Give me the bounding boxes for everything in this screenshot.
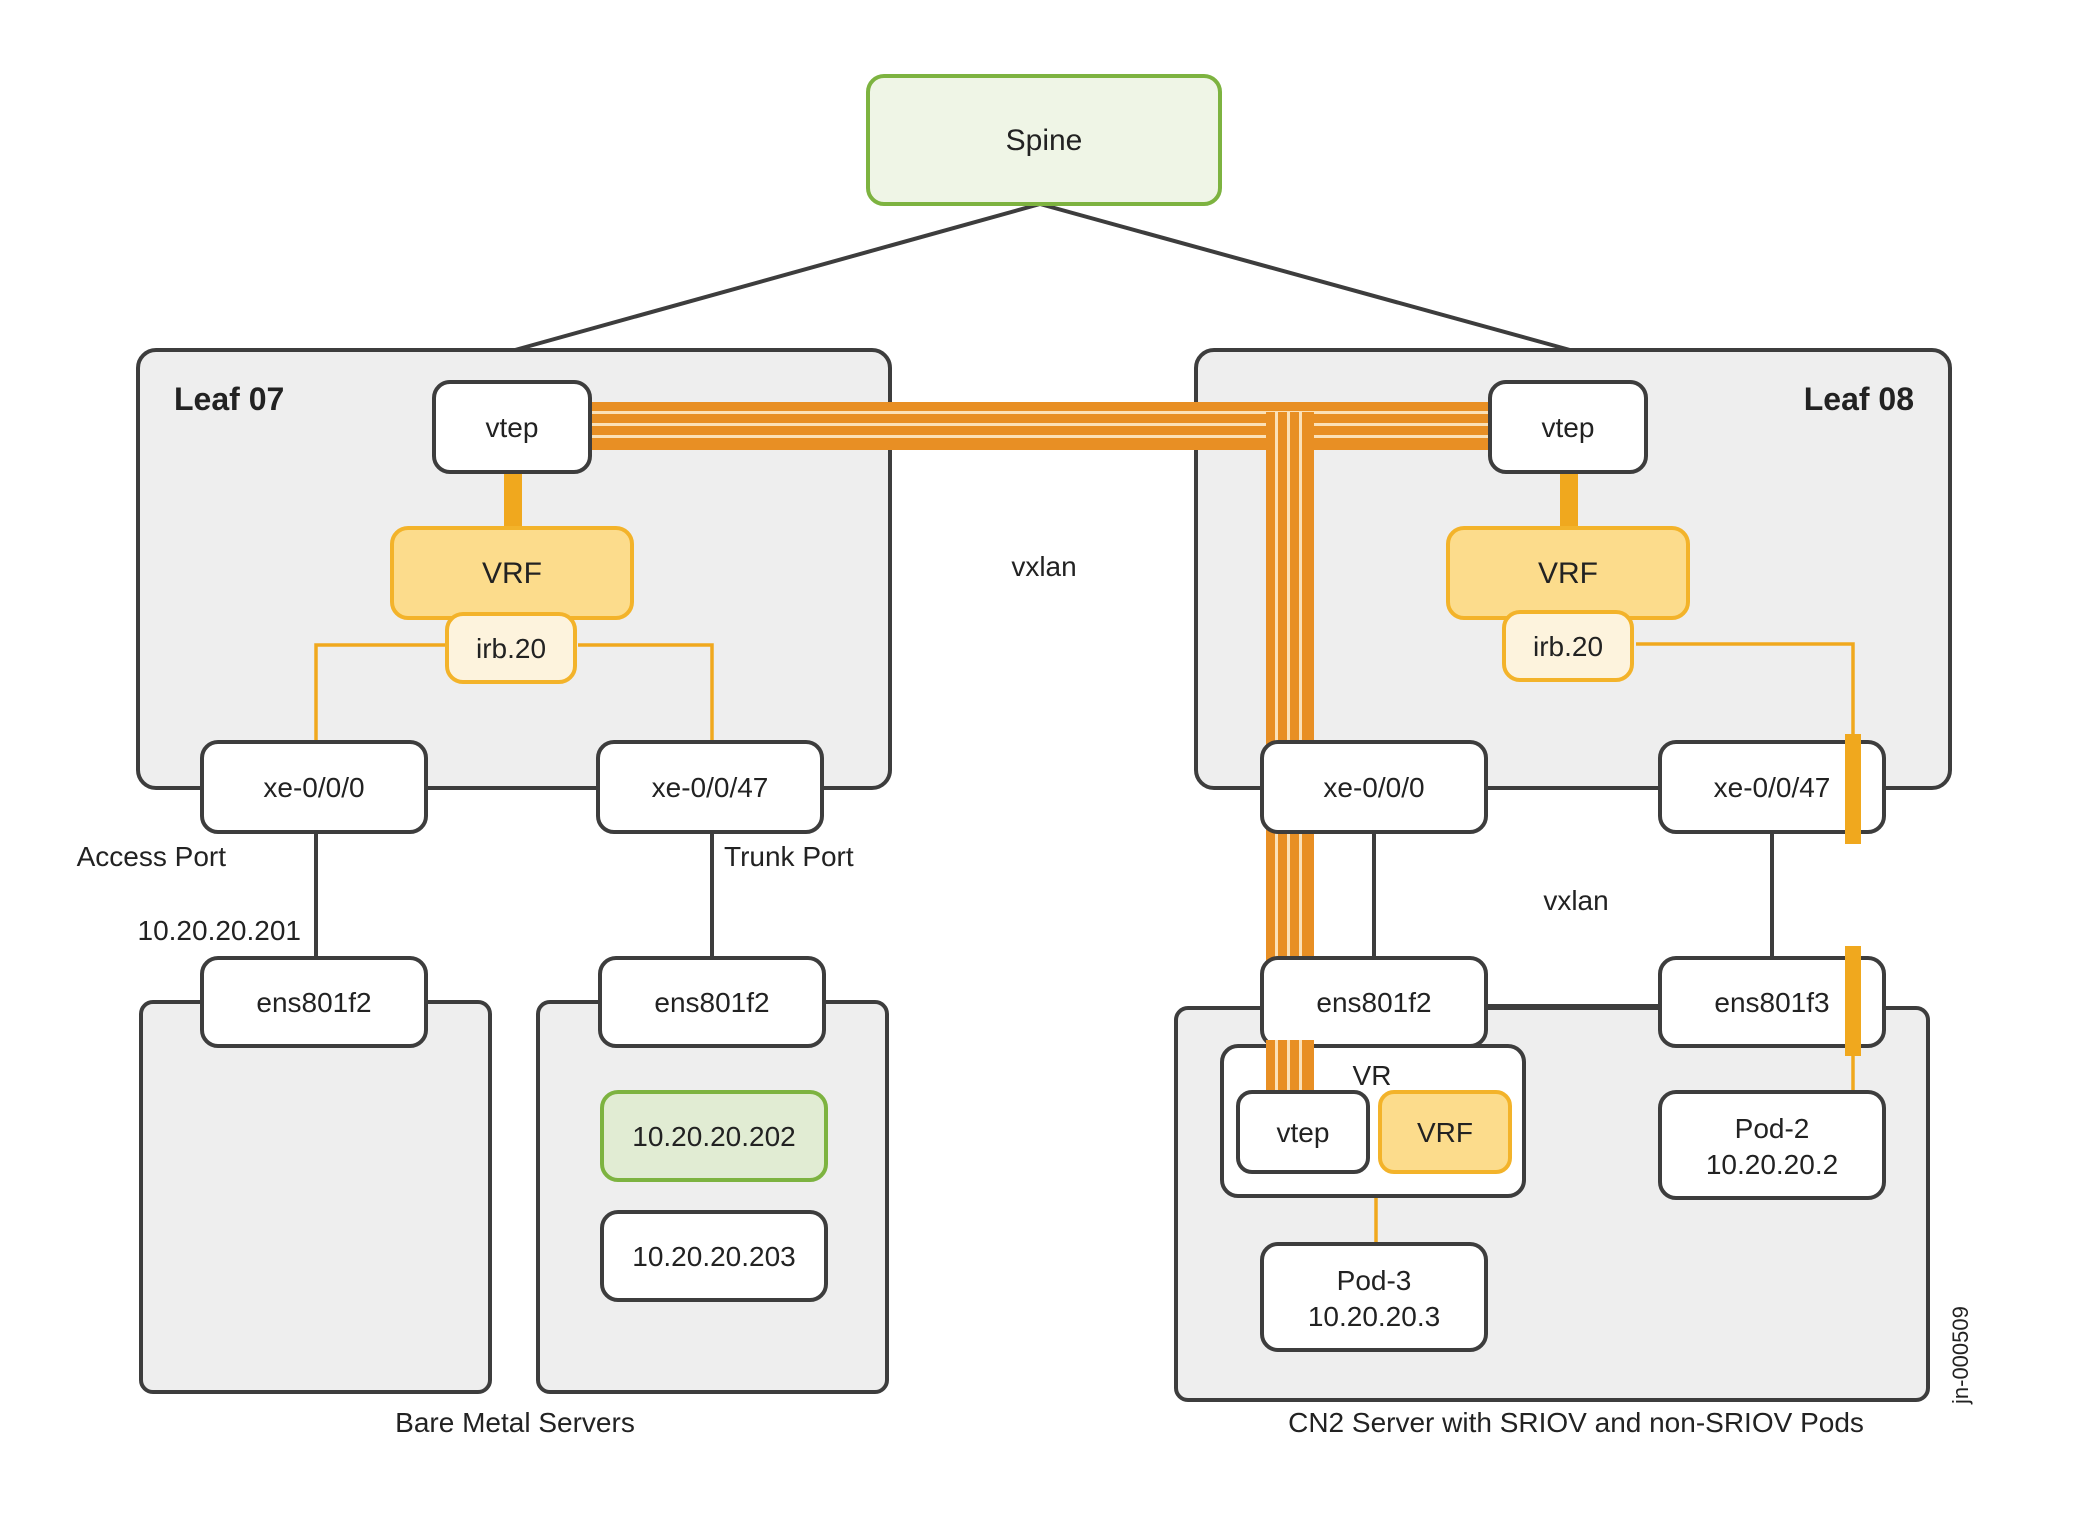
cn2-nic-left-label: ens801f2 bbox=[1316, 987, 1431, 1018]
vxlan-label-right: vxlan bbox=[1543, 885, 1608, 916]
server2-nic-label: ens801f2 bbox=[654, 987, 769, 1018]
leaf08-vtep-vrf-link bbox=[1560, 456, 1578, 546]
irb-connectors bbox=[314, 642, 1855, 1244]
leaf08-vtep: vtep bbox=[1488, 380, 1648, 474]
vxlan-tunnel-vertical-overlay bbox=[1266, 1040, 1314, 1092]
leaf08-vrf: VRF bbox=[1446, 526, 1690, 620]
leaf08-port-xe-0-0-0: xe-0/0/0 bbox=[1260, 740, 1488, 834]
cn2-nic-left: ens801f2 bbox=[1260, 956, 1488, 1048]
figure-id-watermark: jn-000509 bbox=[1948, 1306, 1973, 1405]
bare-metal-server-1 bbox=[139, 1000, 492, 1394]
cn2-vr-vrf: VRF bbox=[1378, 1090, 1512, 1174]
leaf07-vtep-vrf-link bbox=[504, 456, 522, 546]
leaf07-vrf-label: VRF bbox=[482, 557, 542, 590]
cn2-vr-vtep: vtep bbox=[1236, 1090, 1370, 1174]
pod3-ip: 10.20.20.3 bbox=[1308, 1301, 1440, 1332]
leaf07-vrf: VRF bbox=[390, 526, 634, 620]
leaf07-port-right-label: xe-0/0/47 bbox=[652, 772, 769, 803]
leaf07-vtep: vtep bbox=[432, 380, 592, 474]
leaf07-port-xe-0-0-47: xe-0/0/47 bbox=[596, 740, 824, 834]
leaf08-irb: irb.20 bbox=[1502, 610, 1634, 682]
spine-uplink-leaf07 bbox=[514, 202, 1041, 352]
server2-ip-other-label: 10.20.20.203 bbox=[632, 1241, 796, 1272]
vxlan-tunnel-horizontal bbox=[588, 402, 1496, 450]
leaf08-port-xe-0-0-47: xe-0/0/47 bbox=[1658, 740, 1886, 834]
server1-nic: ens801f2 bbox=[200, 956, 428, 1048]
vxlan-label-top: vxlan bbox=[1011, 551, 1076, 582]
server1-nic-label: ens801f2 bbox=[256, 987, 371, 1018]
server2-nic: ens801f2 bbox=[598, 956, 826, 1048]
leaf08-port-right-label: xe-0/0/47 bbox=[1714, 772, 1831, 803]
spine-node: Spine bbox=[866, 74, 1222, 206]
leaf07-port-xe-0-0-0: xe-0/0/0 bbox=[200, 740, 428, 834]
leaf07-title: Leaf 07 bbox=[174, 381, 284, 417]
cn2-vr-vtep-label: vtep bbox=[1277, 1117, 1330, 1148]
leaf07-irb: irb.20 bbox=[445, 612, 577, 684]
pod3-name: Pod-3 bbox=[1337, 1265, 1412, 1296]
leaf08-vtep-label: vtep bbox=[1542, 412, 1595, 443]
pod2-ip: 10.20.20.2 bbox=[1706, 1149, 1838, 1180]
cn2-nic-right-label: ens801f3 bbox=[1714, 987, 1829, 1018]
trunk-port-label: Trunk Port bbox=[724, 841, 854, 872]
leaf08-title: Leaf 08 bbox=[1804, 381, 1914, 417]
leaf07-irb-label: irb.20 bbox=[476, 633, 546, 664]
server2-ip-other: 10.20.20.203 bbox=[600, 1210, 828, 1302]
server2-ip-highlighted: 10.20.20.202 bbox=[600, 1090, 828, 1182]
cn2-caption: CN2 Server with SRIOV and non-SRIOV Pods bbox=[1288, 1407, 1864, 1438]
cn2-nic-right: ens801f3 bbox=[1658, 956, 1886, 1048]
leaf07-port-left-label: xe-0/0/0 bbox=[263, 772, 364, 803]
leaf07-vtep-label: vtep bbox=[486, 412, 539, 443]
access-port-label: Access Port bbox=[77, 841, 227, 872]
spine-label: Spine bbox=[1006, 124, 1083, 157]
spine-uplink-leaf08 bbox=[1039, 202, 1571, 352]
bare-metal-server-2 bbox=[536, 1000, 889, 1394]
pod2-name: Pod-2 bbox=[1735, 1113, 1810, 1144]
leaf08-port-left-label: xe-0/0/0 bbox=[1323, 772, 1424, 803]
pod-2: Pod-2 10.20.20.2 bbox=[1658, 1090, 1886, 1200]
pod-3: Pod-3 10.20.20.3 bbox=[1260, 1242, 1488, 1352]
sriov-marker-nic bbox=[1845, 946, 1861, 1056]
cn2-vr-label: VR bbox=[1353, 1060, 1392, 1091]
server2-ip-highlighted-label: 10.20.20.202 bbox=[632, 1121, 796, 1152]
leaf08-irb-label: irb.20 bbox=[1533, 631, 1603, 662]
port-links bbox=[314, 832, 1774, 1008]
server1-ip-label: 10.20.20.201 bbox=[138, 915, 302, 946]
sriov-marker-port bbox=[1845, 734, 1861, 844]
leaf08-vrf-label: VRF bbox=[1538, 557, 1598, 590]
bare-metal-caption: Bare Metal Servers bbox=[395, 1407, 635, 1438]
cn2-vr-vrf-label: VRF bbox=[1417, 1117, 1473, 1148]
